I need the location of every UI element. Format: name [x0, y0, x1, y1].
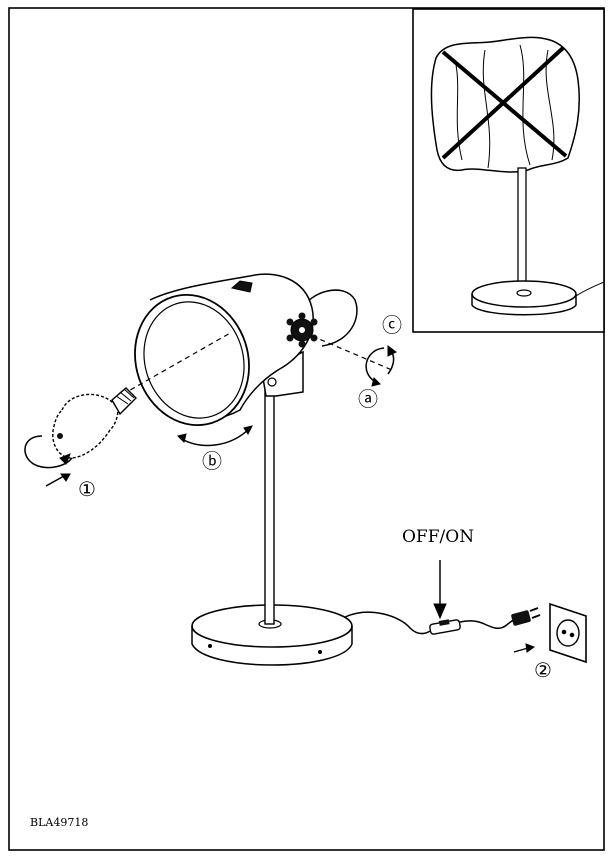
cloth-fold-3	[519, 44, 531, 166]
shade-handle-loop	[299, 289, 358, 347]
shade-rim-inner	[143, 301, 245, 419]
inset-base-side	[471, 294, 577, 316]
plug-icon	[511, 607, 541, 626]
adjustment-knob	[286, 312, 318, 348]
step-1-label: ①	[78, 477, 96, 501]
base-screw-2	[318, 650, 322, 654]
light-bulb	[52, 387, 137, 459]
bulb-glass	[52, 393, 119, 459]
switch-button	[438, 619, 450, 626]
rotation-arrow-icon-knob	[365, 345, 397, 387]
wall-socket-icon	[549, 602, 587, 664]
shade-top-clip	[230, 280, 253, 293]
lamp-base-side	[191, 626, 353, 666]
cloth-fold-2	[482, 49, 491, 169]
step-2-label: ②	[534, 658, 552, 682]
bulb-insert-line	[59, 331, 233, 431]
main-lamp	[59, 273, 393, 666]
adjust-c-label: ⓒ	[382, 313, 402, 337]
bracket-screw	[267, 377, 277, 387]
lamp-stem	[264, 379, 275, 625]
base-screw-1	[208, 644, 212, 648]
insert-plug-arrow	[513, 647, 529, 653]
inset-base-hole	[516, 289, 532, 297]
bulb-contact	[57, 433, 63, 439]
cross-mark-icon-stroke-2	[441, 46, 565, 160]
inset-lamp-stem	[517, 167, 527, 291]
rotation-arrow-icon-shade	[177, 425, 253, 447]
cloth-fold-1	[454, 59, 463, 161]
switch-pointer-arrowhead	[433, 603, 447, 620]
adjust-a-label: ⓐ	[358, 387, 378, 411]
power-cable	[344, 611, 433, 635]
cable-to-plug	[459, 619, 515, 630]
insert-plug-arrowhead	[525, 643, 536, 653]
adjust-b-label: ⓑ	[202, 449, 222, 473]
off-on-label: OFF/ON	[402, 527, 474, 547]
power-cord-assembly	[344, 560, 587, 664]
document-code: BLA49718	[30, 816, 88, 829]
inset-frame	[412, 8, 605, 333]
warning-inset	[412, 8, 605, 333]
rotation-arrow-icon	[24, 435, 73, 487]
cloth-cover	[430, 36, 581, 173]
knob-axis-line	[311, 335, 393, 371]
page-border	[8, 7, 605, 851]
inset-cable	[575, 281, 605, 297]
bulb-thread	[115, 388, 135, 405]
